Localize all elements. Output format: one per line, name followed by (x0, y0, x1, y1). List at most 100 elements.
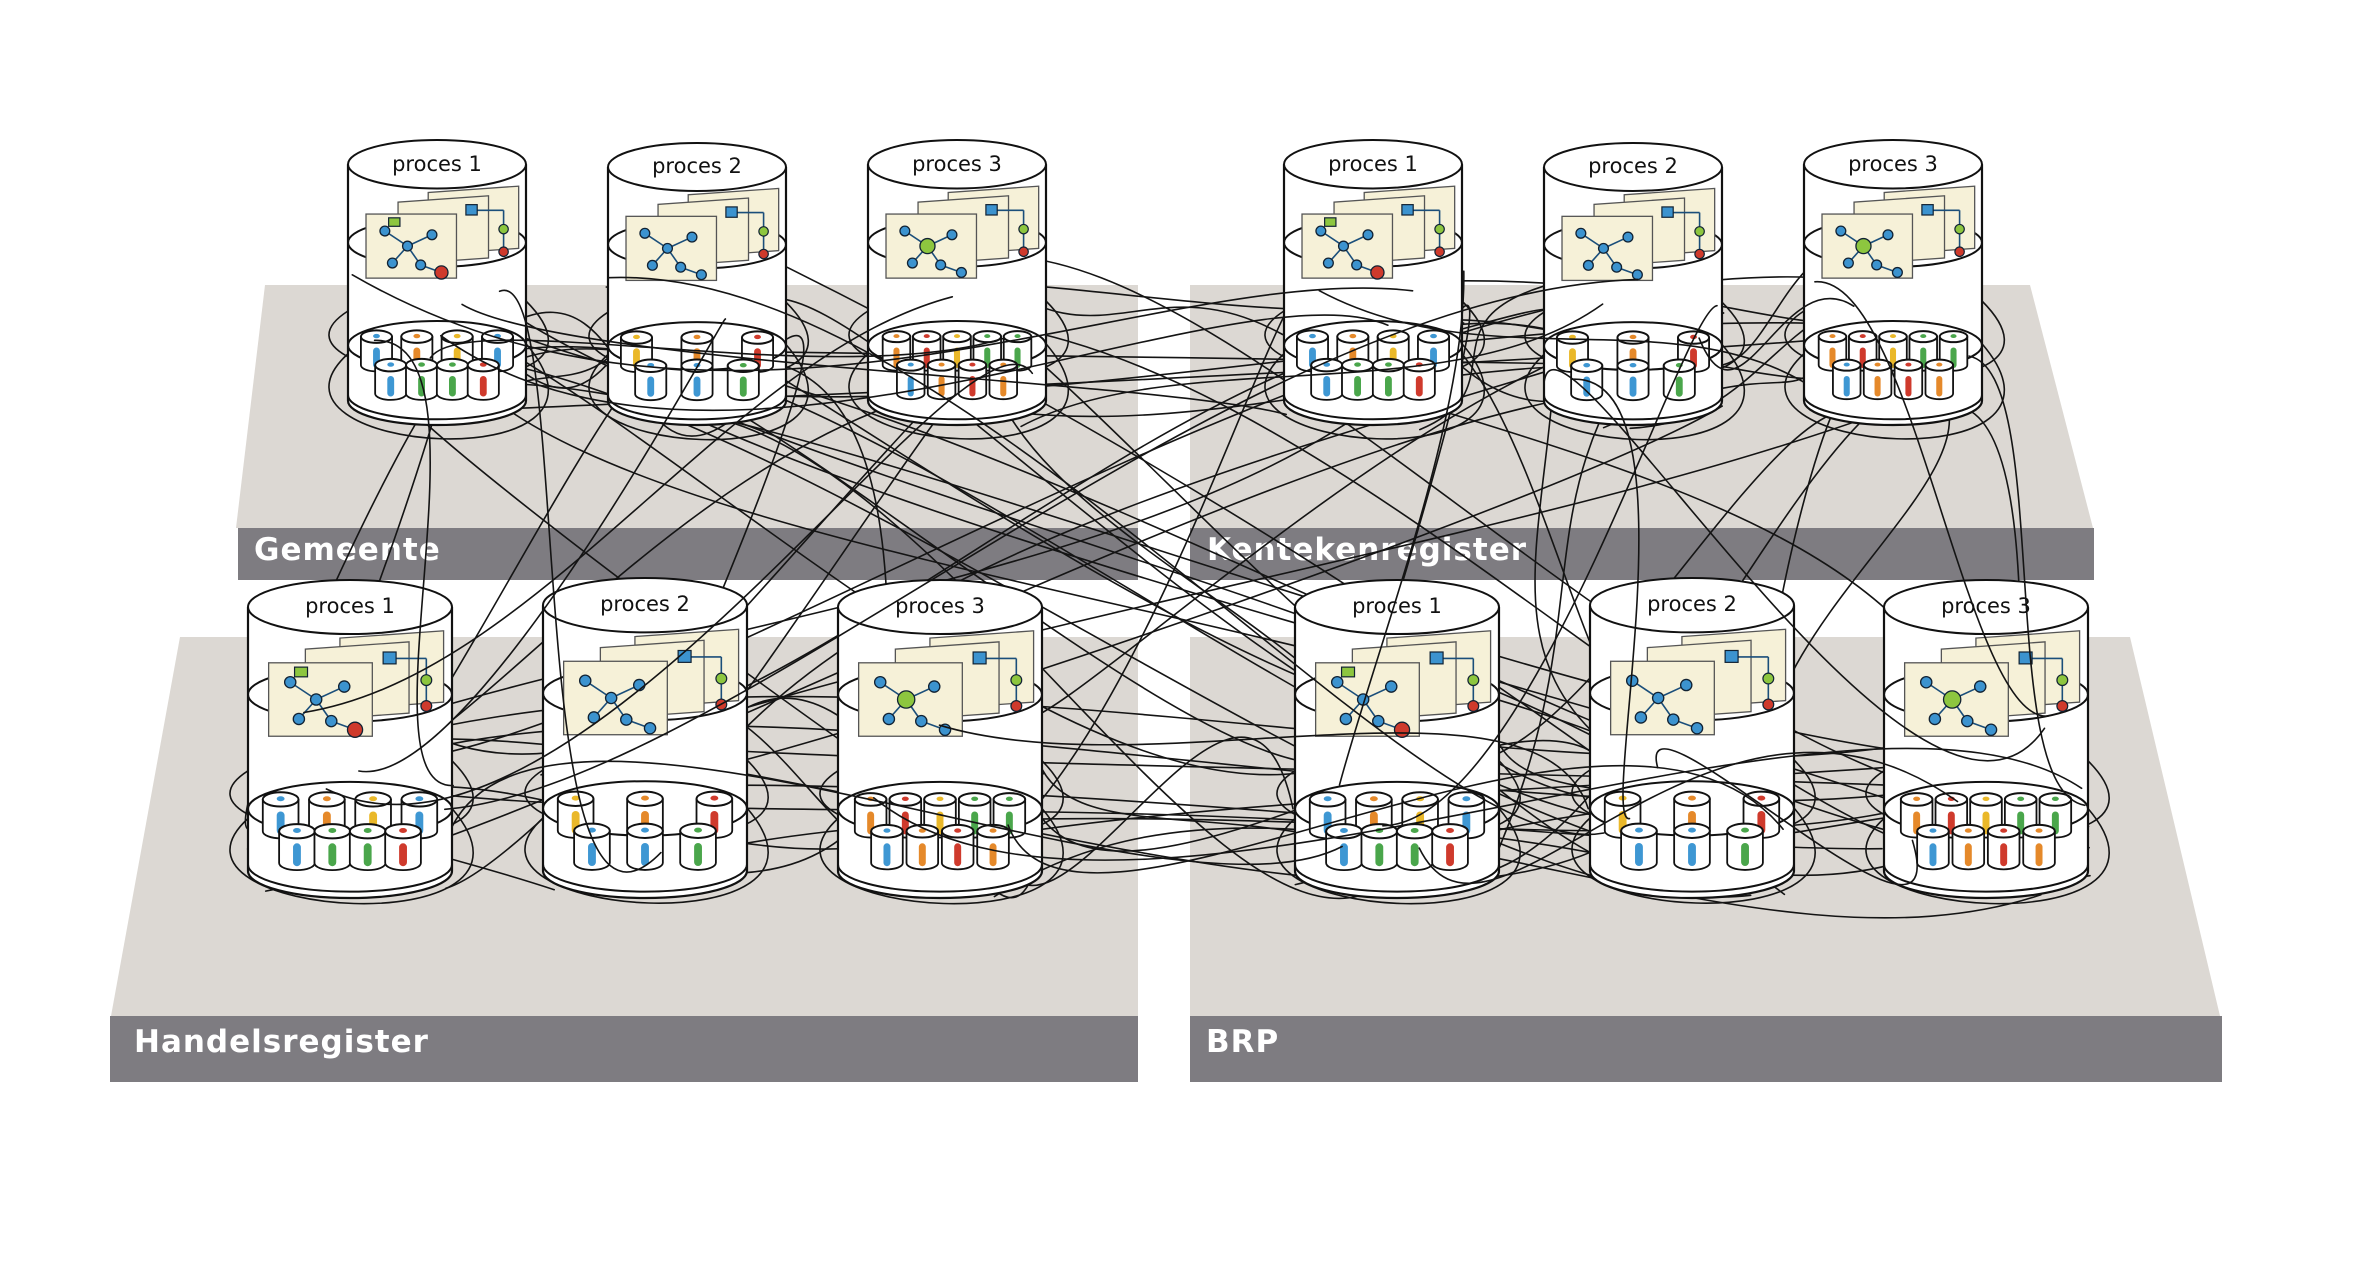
connection-line-front-22 (373, 339, 454, 787)
docs-brp-proces-2-node-5 (1690, 721, 1704, 735)
docs-handels-proces-1-node-square (293, 666, 309, 678)
db-gemeente-proces-1-6 (435, 357, 470, 401)
label-kentekenregister: Kentekenregister (1207, 532, 1527, 568)
docs-handels-proces-1-detail-node (420, 674, 433, 687)
cylinder-kenteken-proces-2 (1542, 142, 1724, 427)
docs-handels-proces-3-node-0 (873, 675, 887, 689)
db-brp-proces-2-4 (1673, 822, 1711, 871)
db-brp-proces-1-5 (1360, 823, 1399, 872)
label-brp-proces-1: proces 1 (1352, 594, 1442, 618)
docs-handels-proces-1-node-0 (283, 675, 297, 689)
docs-kenteken-proces-1-detail-square (1401, 204, 1414, 216)
docs-handels-proces-3-detail-square (972, 651, 987, 665)
docs-gemeente-proces-2-detail-node (758, 226, 769, 237)
connection-loop-6-1 (229, 807, 474, 905)
db-handels-proces-1-7 (384, 823, 422, 872)
docs-handels-proces-2-node-5 (643, 721, 657, 735)
connection-line-33 (696, 405, 1723, 773)
cylinder-top (837, 579, 1043, 636)
db-handels-proces-3-7 (940, 823, 975, 871)
label-brp-proces-3: proces 3 (1941, 594, 2031, 618)
db-handels-proces-2-4 (626, 822, 664, 871)
docs-gemeente-proces-2-detail-square (725, 206, 738, 218)
cylinder-kenteken-proces-1 (1282, 139, 1464, 427)
docs-gemeente-proces-1-node-1 (401, 240, 414, 252)
docs-kenteken-proces-1-node-4 (1362, 229, 1374, 241)
label-handels-proces-3: proces 3 (895, 594, 985, 618)
label-handels-proces-1: proces 1 (305, 594, 395, 618)
cylinder-handels-proces-1 (246, 579, 454, 900)
docs-gemeente-proces-1-node-0 (379, 225, 391, 237)
connection-line-front-9 (351, 274, 1414, 372)
docs-brp-proces-3-detail-node (2056, 674, 2069, 687)
docs-kenteken-proces-3-node-2 (1842, 257, 1854, 269)
docs-handels-proces-2-node-3 (620, 713, 633, 726)
docs-kenteken-proces-2-node-1 (1597, 242, 1610, 254)
docs-kenteken-proces-3-node-5 (1891, 266, 1903, 279)
connection-line-front-21 (325, 363, 1034, 806)
db-kenteken-proces-2-4 (1616, 358, 1650, 401)
docs-handels-proces-1-node-5 (346, 721, 364, 738)
docs-gemeente-proces-1-detail-node-red (498, 246, 509, 258)
docs-brp-proces-2-node-4 (1679, 678, 1693, 692)
db-gemeente-proces-1-4 (374, 357, 408, 401)
docs-brp-proces-2-detail-node-red (1762, 698, 1775, 711)
docs-handels-proces-3-node-2 (882, 712, 896, 726)
db-kenteken-proces-1-7 (1402, 357, 1436, 401)
label-handels-proces-2: proces 2 (600, 592, 690, 616)
docs-handels-proces-1-node-4 (337, 680, 351, 693)
db-handels-proces-1-5 (313, 823, 352, 872)
docs-brp-proces-1-detail-square (1429, 651, 1444, 665)
connection-line-front-19 (303, 296, 954, 714)
docs-gemeente-proces-1-node-4 (426, 229, 438, 241)
cylinder-kenteken-proces-3 (1802, 139, 1984, 427)
db-brp-proces-1-4 (1325, 823, 1363, 872)
cylinder-top (1883, 579, 2089, 636)
docs-kenteken-proces-3-node-0 (1835, 225, 1847, 237)
db-gemeente-proces-1-7 (466, 357, 500, 401)
docs-gemeente-proces-1-node-5 (434, 265, 449, 280)
connection-line-front-13 (1968, 355, 2086, 807)
docs-handels-proces-3-detail-node-red (1010, 699, 1023, 712)
connection-line-68 (999, 736, 1294, 887)
bar-brp (1190, 1016, 2222, 1082)
docs-handels-proces-3-detail-node (1010, 674, 1023, 687)
docs-brp-proces-1-node-0 (1330, 675, 1344, 689)
bar-handelsregister (110, 1016, 1138, 1082)
docs-gemeente-proces-1-node-3 (415, 259, 427, 271)
docs-gemeente-proces-2-node-4 (686, 231, 698, 243)
docs-handels-proces-2-node-2 (587, 711, 601, 724)
docs-kenteken-proces-1-node-1 (1337, 240, 1350, 252)
docs-brp-proces-3-node-3 (1961, 714, 1974, 728)
docs-kenteken-proces-2-node-0 (1575, 227, 1587, 239)
db-brp-proces-2-3 (1620, 822, 1658, 871)
docs-kenteken-proces-1-detail-node-red (1434, 246, 1445, 258)
docs-brp-proces-2-detail-square (1724, 649, 1739, 663)
connection-line-front-15 (1814, 280, 2049, 717)
label-brp-proces-2: proces 2 (1647, 592, 1737, 616)
docs-brp-proces-3-node-5 (1984, 723, 1998, 737)
docs-brp-proces-1-detail-node (1467, 674, 1480, 687)
cylinder-top (607, 142, 787, 192)
db-kenteken-proces-2-3 (1570, 358, 1604, 402)
connection-loop-0-1 (328, 343, 549, 440)
docs-gemeente-proces-2-node-2 (646, 259, 658, 271)
docs-brp-proces-2-node-2 (1634, 711, 1648, 724)
docs-brp-proces-3-detail-square (2018, 651, 2033, 665)
bar-kentekenregister (1190, 528, 2094, 580)
docs-gemeente-proces-2-node-0 (639, 227, 651, 239)
docs-gemeente-proces-1-node-2 (386, 257, 398, 269)
cylinder-gemeente-proces-1 (346, 139, 528, 427)
db-brp-proces-3-8 (2022, 823, 2056, 871)
docs-gemeente-proces-3-node-4 (946, 229, 958, 241)
connection-line-front-14 (1418, 751, 1959, 885)
db-gemeente-proces-3-6 (926, 358, 957, 401)
connection-line-front-0 (1338, 270, 1465, 786)
cylinder-brp-proces-2 (1588, 577, 1796, 900)
cylinder-top (1283, 139, 1463, 190)
connection-loop-2-1 (848, 343, 1069, 440)
docs-handels-proces-1-node-1 (309, 693, 323, 706)
docs-kenteken-proces-2-node-3 (1611, 261, 1623, 273)
connection-loop-9-1 (1276, 807, 1521, 905)
docs-gemeente-proces-3-node-5 (955, 266, 967, 279)
